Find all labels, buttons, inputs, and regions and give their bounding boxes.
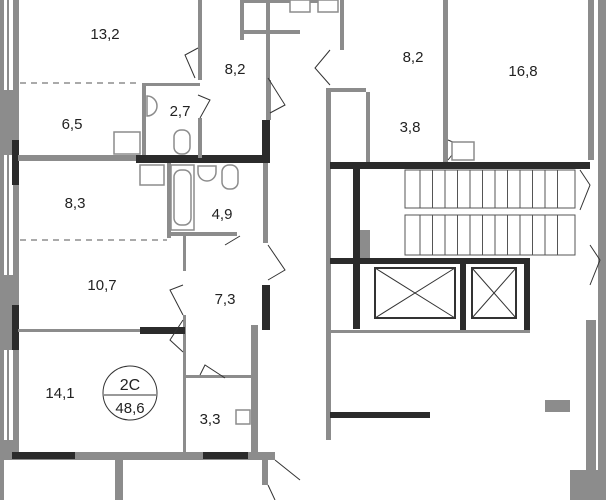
room-area: 7,3 [215, 291, 236, 308]
apartment-badge: 2С 48,6 [102, 365, 158, 421]
room-area: 14,1 [45, 385, 74, 402]
walls-right [326, 0, 606, 500]
room-area: 8,2 [403, 49, 424, 66]
room-area: 3,3 [200, 411, 221, 428]
apartment-total-area: 48,6 [115, 400, 144, 417]
room-area: 10,7 [87, 277, 116, 294]
apartment-type: 2С [120, 377, 140, 394]
room-area: 8,3 [65, 195, 86, 212]
elevator-shaft [374, 267, 517, 319]
toilet-icon [173, 129, 191, 155]
room-area: 3,8 [400, 119, 421, 136]
room-area: 13,2 [90, 26, 119, 43]
plumbing-fixtures [113, 0, 475, 231]
walls [0, 0, 330, 500]
room-area: 2,7 [170, 103, 191, 120]
exterior-wall-left [0, 0, 19, 500]
room-labels: 13,2 8,2 6,5 2,7 8,3 4,9 10,7 7,3 14,1 3… [45, 26, 537, 428]
room-area: 4,9 [212, 206, 233, 223]
room-area: 16,8 [508, 63, 537, 80]
room-area: 8,2 [225, 61, 246, 78]
sink-icon [113, 131, 141, 155]
room-area: 6,5 [62, 116, 83, 133]
staircase [404, 169, 576, 256]
